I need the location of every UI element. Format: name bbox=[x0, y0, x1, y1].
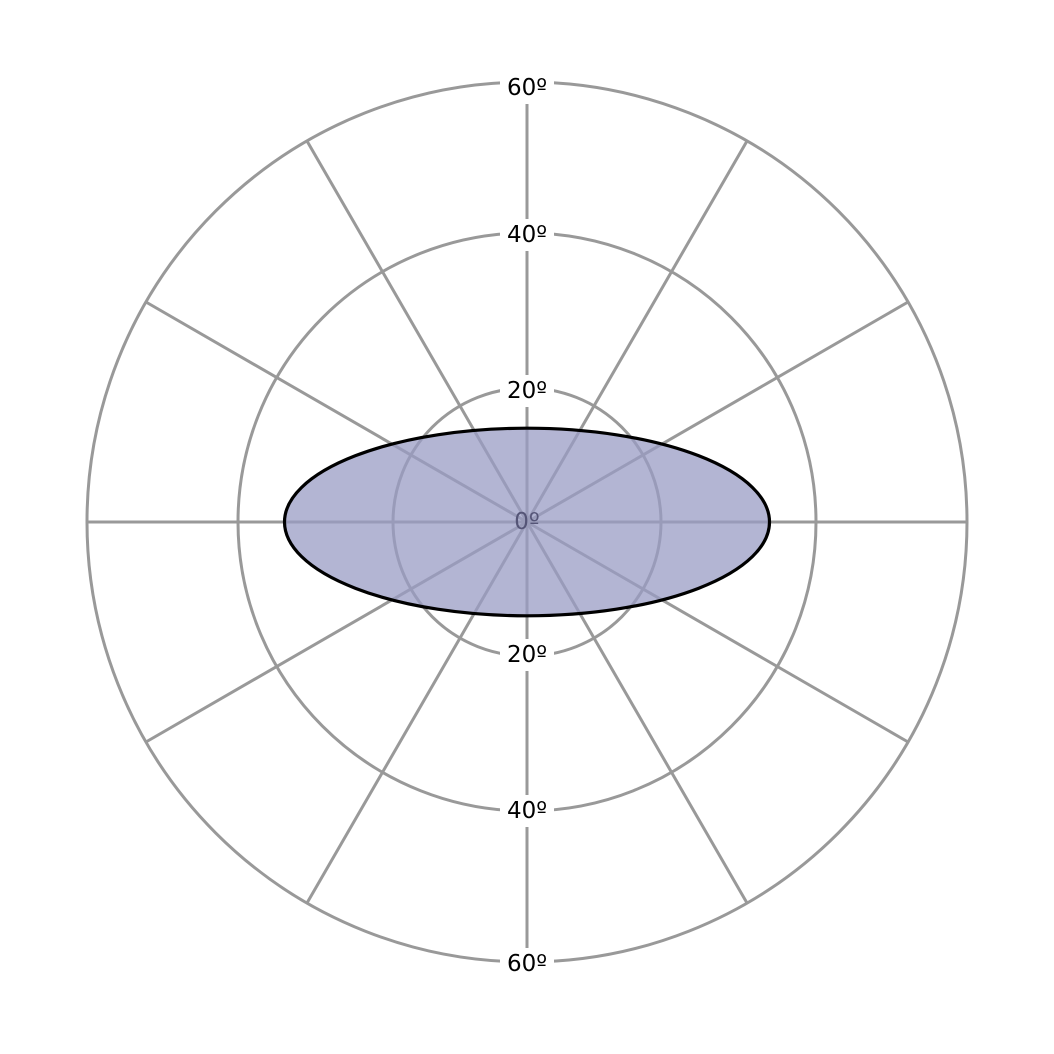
shape-layer bbox=[282, 426, 772, 618]
ring-label-bottom-60: 60º bbox=[507, 951, 547, 977]
label-bg-top-20 bbox=[500, 375, 554, 407]
center-label: 0º bbox=[514, 509, 539, 535]
ring-label-top-60: 60º bbox=[507, 75, 547, 101]
field-of-view-ellipse bbox=[282, 426, 772, 618]
label-bg-bottom-20 bbox=[500, 639, 554, 671]
ring-label-top-20: 20º bbox=[507, 378, 547, 404]
ring-label-bottom-40: 40º bbox=[507, 798, 547, 824]
label-bg-bottom-60 bbox=[500, 948, 554, 980]
ring-label-top-40: 40º bbox=[507, 222, 547, 248]
label-bg-top-40 bbox=[500, 219, 554, 251]
label-bg-top-60 bbox=[500, 72, 554, 104]
ring-label-bottom-20: 20º bbox=[507, 642, 547, 668]
label-bg-bottom-40 bbox=[500, 795, 554, 827]
label-layer: 60º 40º 20º 0º 20º 40º 60º bbox=[500, 72, 554, 980]
